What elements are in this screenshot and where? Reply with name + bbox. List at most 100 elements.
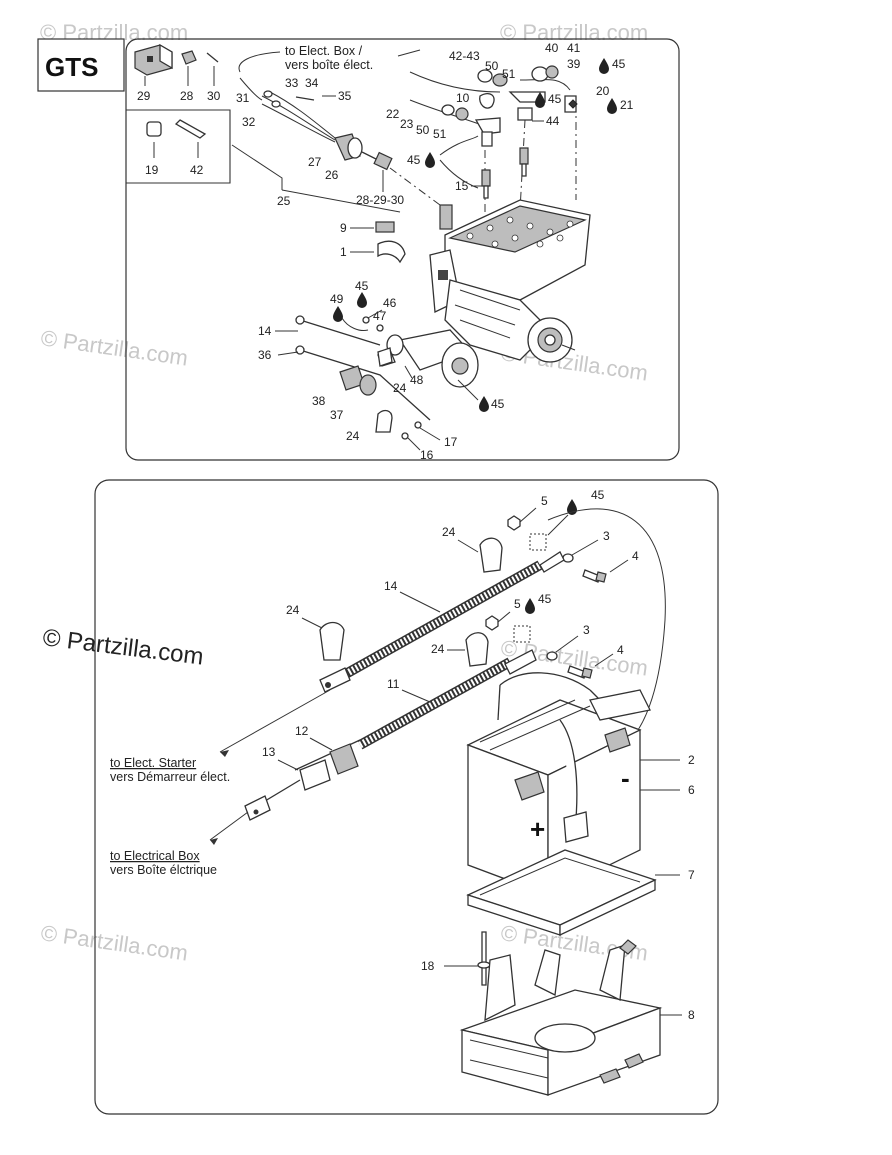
starter-motor [377, 329, 479, 388]
callout-38: 38 [312, 394, 326, 408]
spark-plugs [481, 147, 529, 199]
note-to-elect-box: to Elect. Box / [285, 44, 363, 58]
note-to-elect-starter: to Elect. Starter [110, 756, 196, 770]
callout-17: 17 [444, 435, 458, 449]
battery-pad [466, 849, 657, 937]
callout-14: 14 [258, 324, 272, 338]
callout-45-b: 45 [548, 92, 562, 106]
battery-tray [459, 939, 663, 1096]
callout-45-a: 45 [612, 57, 626, 71]
callout-45-f: 45 [591, 488, 605, 502]
callout-46: 46 [383, 296, 397, 310]
callout-4-a: 4 [632, 549, 639, 563]
callout-21: 21 [620, 98, 634, 112]
callout-34: 34 [305, 76, 319, 90]
oil-drop-icon [333, 306, 343, 322]
callout-37: 37 [330, 408, 344, 422]
callout-7: 7 [688, 868, 695, 882]
callout-27: 27 [308, 155, 322, 169]
engine [429, 199, 591, 363]
hose-fittings [409, 65, 577, 215]
callout-6: 6 [688, 783, 695, 797]
callout-16: 16 [420, 448, 434, 462]
note-vers-boite: vers boîte élect. [285, 58, 373, 72]
callout-45-g: 45 [538, 592, 552, 606]
callout-11: 11 [387, 677, 400, 691]
cable-11 [244, 649, 537, 821]
callout-44: 44 [546, 114, 560, 128]
callout-9: 9 [340, 221, 347, 235]
connector-parts [134, 43, 219, 86]
callout-41: 41 [567, 41, 581, 55]
battery-minus-sign: - [621, 763, 630, 793]
watermark: © Partzilla.com [500, 20, 648, 45]
note-vers-demarreur: vers Démarreur élect. [110, 770, 230, 784]
callout-33: 33 [285, 76, 299, 90]
callout-32: 32 [242, 115, 256, 129]
callout-18: 18 [421, 959, 435, 973]
callout-24-a: 24 [393, 381, 407, 395]
cable-14 [319, 551, 565, 693]
callout-39: 39 [567, 57, 581, 71]
callout-51-b: 51 [433, 127, 447, 141]
callout-50-a: 50 [485, 59, 499, 73]
callout-45-c: 45 [407, 153, 421, 167]
callout-51-a: 51 [502, 67, 516, 81]
callout-35: 35 [338, 89, 352, 103]
callout-4-b: 4 [617, 643, 624, 657]
bottom-panel: 5 45 24 3 4 14 24 5 [94, 479, 719, 1115]
callout-24-b: 24 [346, 429, 360, 443]
callout-19: 19 [145, 163, 159, 177]
top-panel: GTS 29 28 30 19 42 to Elect. Box / vers [37, 38, 680, 462]
watermark: © Partzilla.com [39, 325, 189, 370]
callout-40: 40 [545, 41, 559, 55]
callout-24-e: 24 [431, 642, 445, 656]
callout-45-e: 45 [491, 397, 505, 411]
callout-42-43: 42-43 [449, 49, 480, 63]
callout-24-d: 24 [286, 603, 300, 617]
callout-13: 13 [262, 745, 276, 759]
callout-12: 12 [295, 724, 309, 738]
inset-parts [146, 119, 207, 158]
callout-5-b: 5 [514, 597, 521, 611]
callout-28-29-30: 28-29-30 [356, 193, 404, 207]
oil-drop-icon [357, 292, 367, 308]
oil-drop-icon [425, 152, 435, 168]
callout-50-b: 50 [416, 123, 430, 137]
callout-42: 42 [190, 163, 204, 177]
callout-30: 30 [207, 89, 221, 103]
oil-drop-icon [607, 98, 617, 114]
callout-26: 26 [325, 168, 339, 182]
callout-28: 28 [180, 89, 194, 103]
callout-15: 15 [455, 179, 469, 193]
note-vers-boite-electrique: vers Boîte élctrique [110, 863, 217, 877]
callout-2: 2 [688, 753, 695, 767]
callout-29: 29 [137, 89, 151, 103]
callout-3-b: 3 [583, 623, 590, 637]
note-to-electrical-box: to Electrical Box [110, 849, 200, 863]
oil-drop-icon [525, 598, 535, 614]
callout-48: 48 [410, 373, 424, 387]
callout-45-d: 45 [355, 279, 369, 293]
wiring-harness [239, 77, 453, 230]
oil-drop-icon [479, 396, 489, 412]
callout-1: 1 [340, 245, 347, 259]
callout-31: 31 [236, 91, 250, 105]
callout-36: 36 [258, 348, 272, 362]
callout-25: 25 [277, 194, 291, 208]
callout-14-b: 14 [384, 579, 398, 593]
callout-49: 49 [330, 292, 344, 306]
callout-3-a: 3 [603, 529, 610, 543]
model-tag: GTS [45, 52, 98, 82]
callout-20: 20 [596, 84, 610, 98]
watermark-dark: © Partzilla.com [41, 624, 205, 671]
battery-plus-sign: + [530, 814, 545, 844]
callout-5-a: 5 [541, 494, 548, 508]
callout-47: 47 [373, 309, 387, 323]
watermark: © Partzilla.com [39, 920, 189, 965]
callout-8: 8 [688, 1008, 695, 1022]
callout-22: 22 [386, 107, 400, 121]
callout-24-c: 24 [442, 525, 456, 539]
callout-23: 23 [400, 117, 414, 131]
